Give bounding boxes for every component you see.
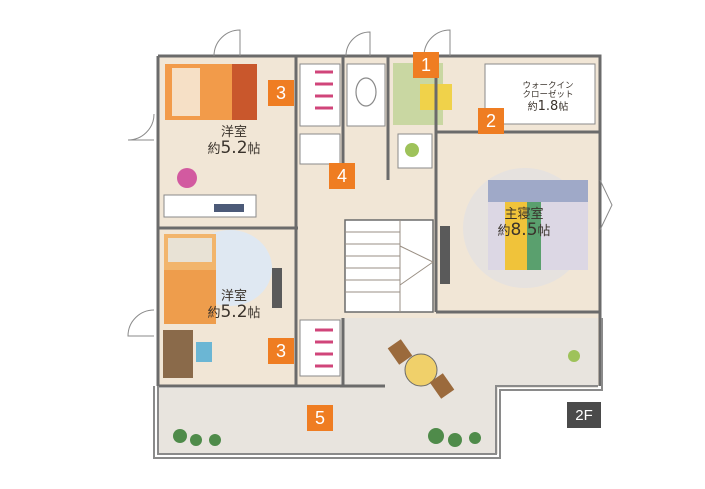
bed-south — [164, 234, 216, 324]
desk-south — [163, 330, 212, 378]
room-name-line1: ウォークイン — [522, 81, 574, 91]
desk-north — [163, 168, 257, 218]
badge-4: 4 — [329, 163, 355, 189]
badge-5: 5 — [307, 405, 333, 431]
room-name: 主寝室 — [504, 207, 544, 222]
room-name: 洋室 — [220, 125, 247, 140]
room-label-walk-in-closet: ウォークイン クローゼット 約1.8帖 — [508, 81, 588, 114]
badge-3-north: 3 — [268, 80, 294, 106]
balcony-floor-east — [340, 318, 598, 388]
bed-north — [165, 64, 257, 120]
badge-3-south: 3 — [268, 338, 294, 364]
walls — [156, 54, 602, 388]
balcony-rail — [153, 318, 603, 459]
floor-label: 2F — [567, 402, 601, 428]
patio-table — [387, 339, 455, 399]
room-area: 約5.2帖 — [207, 137, 261, 158]
room-area: 約8.5帖 — [497, 219, 551, 240]
room-area: 約5.2帖 — [207, 301, 261, 322]
tv-stands — [272, 226, 450, 308]
stair-area — [344, 219, 434, 313]
badge-1: 1 — [413, 52, 439, 78]
room-name-line2: クローゼット — [522, 89, 574, 100]
room-label-western-north: 洋室 約5.2帖 — [196, 126, 272, 157]
bed-master — [488, 180, 588, 270]
doors — [127, 29, 613, 337]
room-name: 洋室 — [220, 289, 247, 304]
room-label-western-south: 洋室 約5.2帖 — [196, 290, 272, 321]
room-label-master-bedroom: 主寝室 約8.5帖 — [486, 208, 562, 239]
hangers — [315, 70, 333, 368]
toilet — [346, 63, 386, 127]
plants — [173, 350, 580, 447]
badge-2: 2 — [478, 108, 504, 134]
room-area: 約1.8帖 — [527, 98, 569, 114]
stairs — [345, 220, 434, 312]
